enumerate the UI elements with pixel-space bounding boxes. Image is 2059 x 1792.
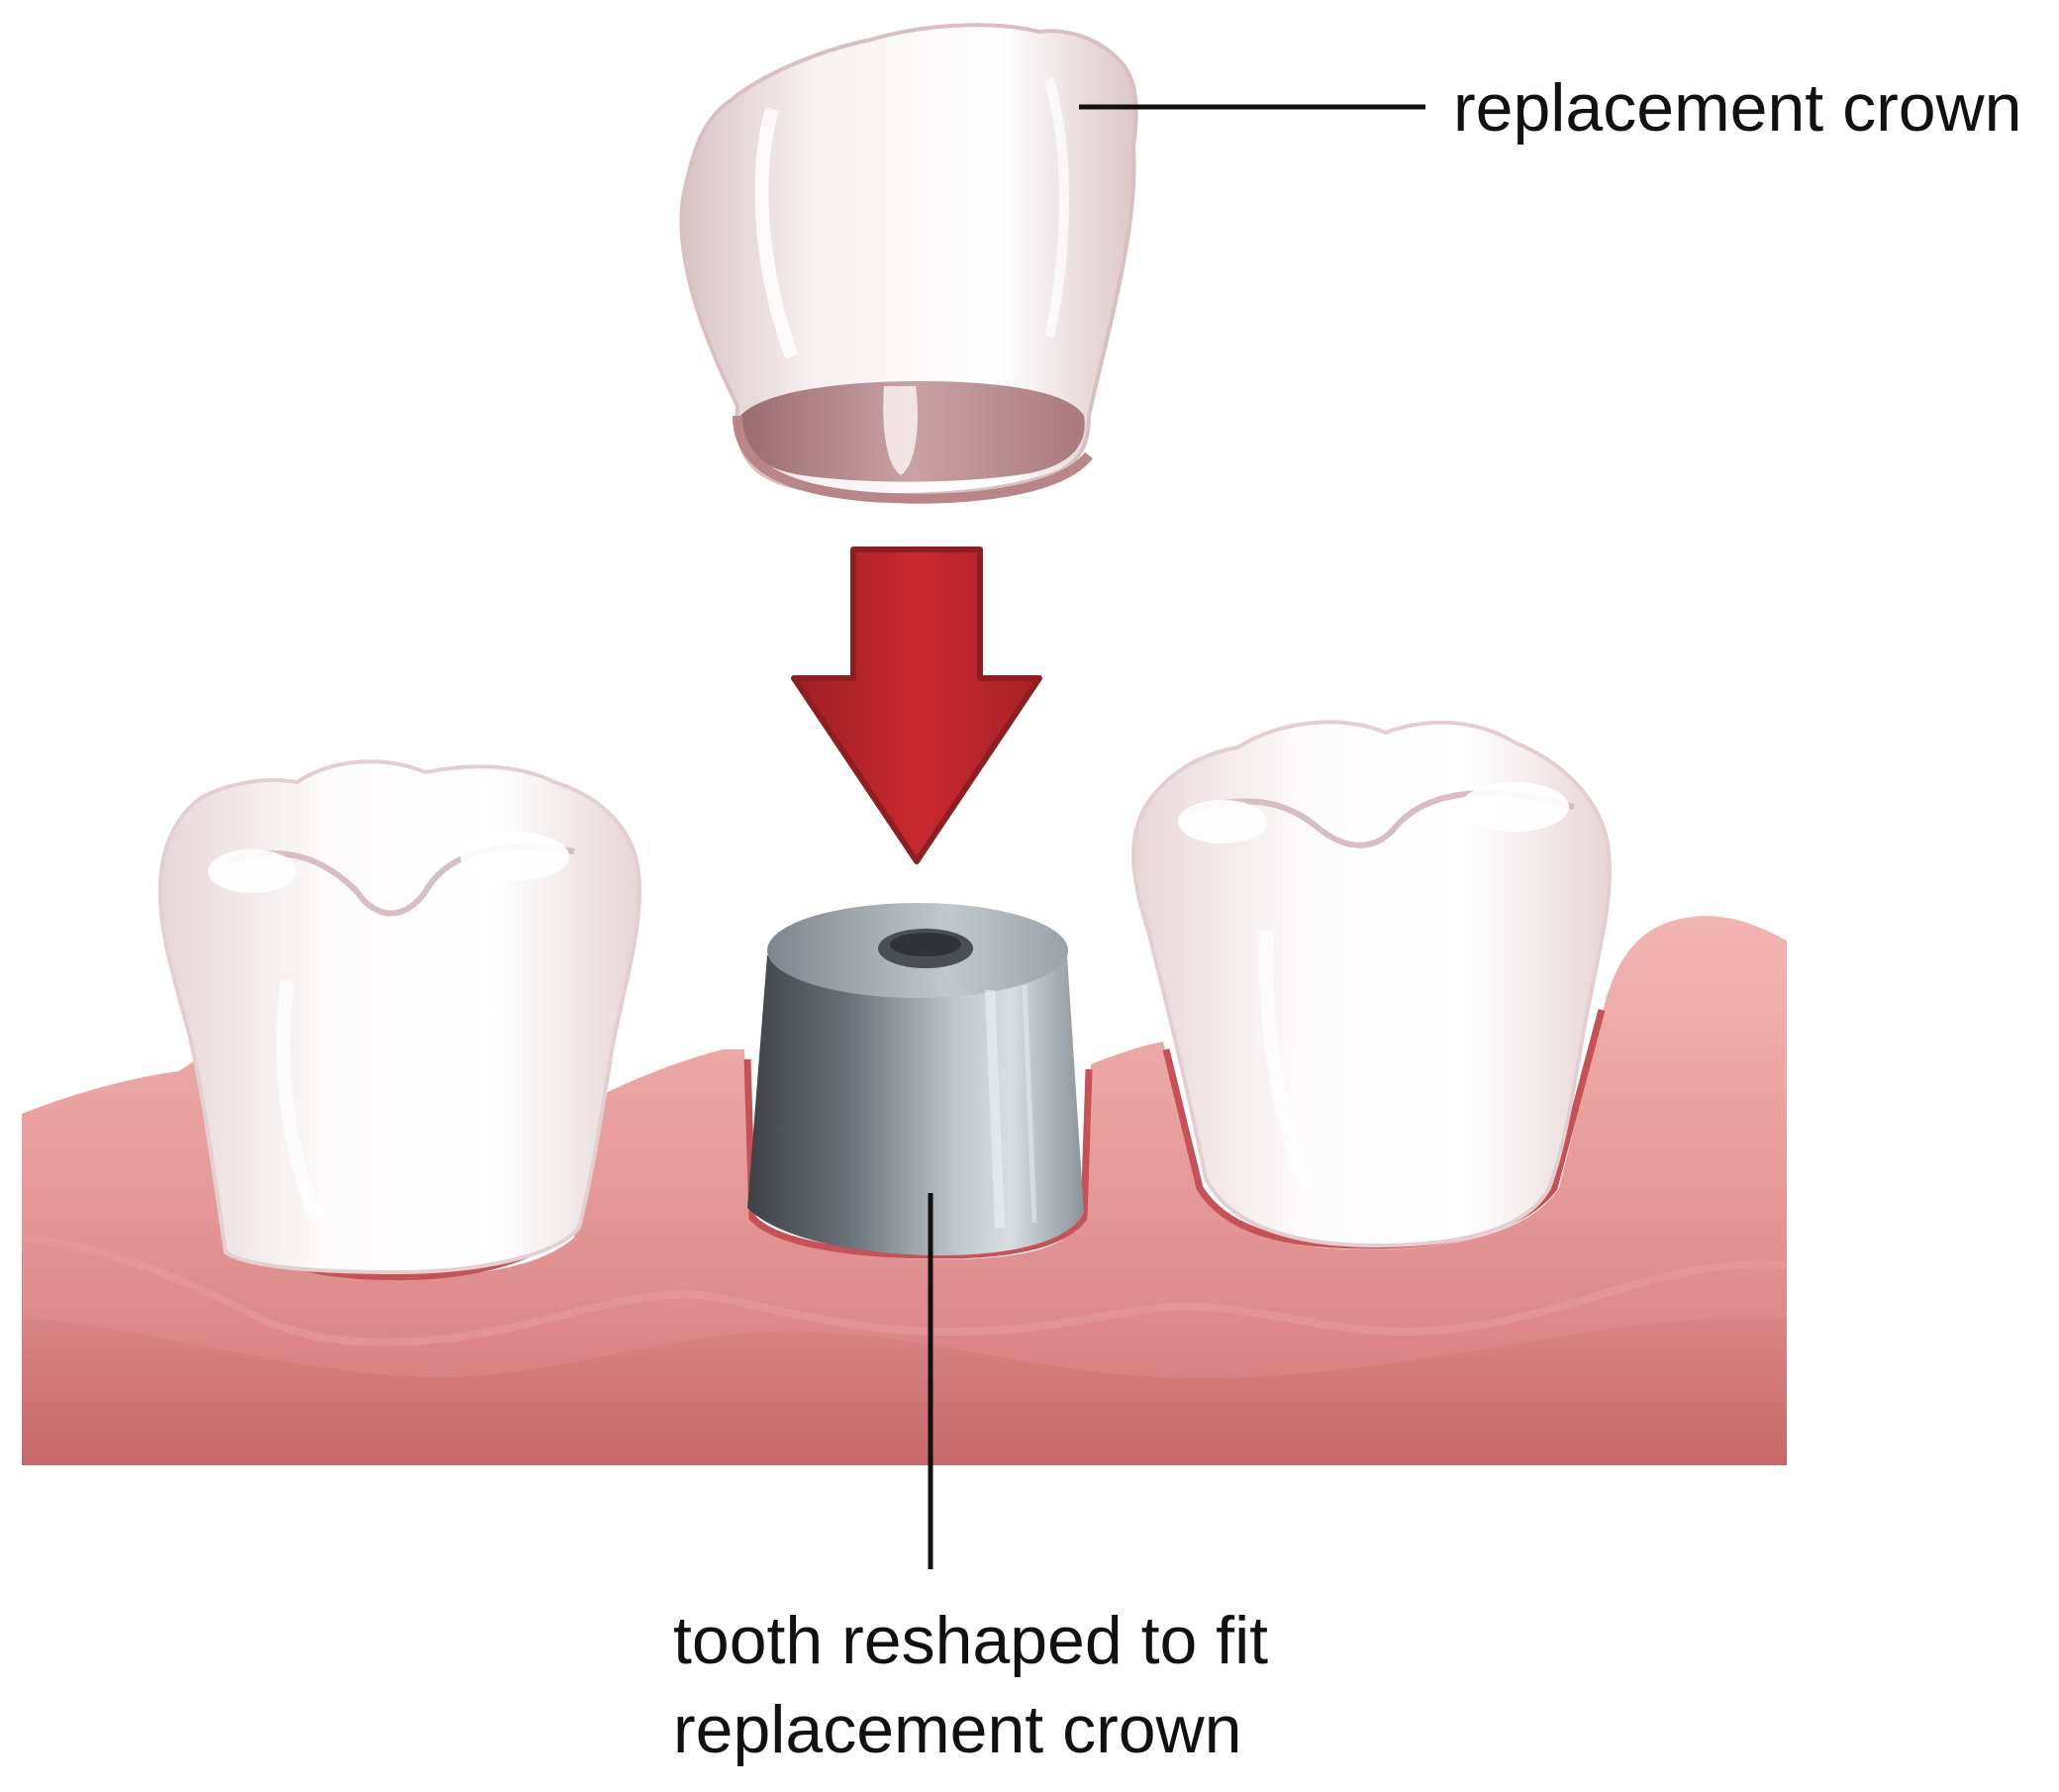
gum-socket-center [743,1058,1093,1259]
crown-rim [733,415,1093,504]
molar-icon [157,759,641,1275]
right-tooth [1131,720,1612,1248]
abutment [747,903,1084,1255]
abutment-label-line1: tooth reshaped to fit [673,1603,1268,1678]
crown-label: replacement crown [1453,70,2021,146]
molar-icon [1131,720,1612,1248]
abutment-label-line2: replacement crown [673,1692,1241,1767]
replacement-crown [679,23,1138,504]
down-arrow-icon [791,547,1042,864]
left-tooth [157,759,641,1275]
down-arrow [791,547,1042,864]
crown-icon [679,23,1138,497]
gum-lower-band [22,1317,1787,1465]
